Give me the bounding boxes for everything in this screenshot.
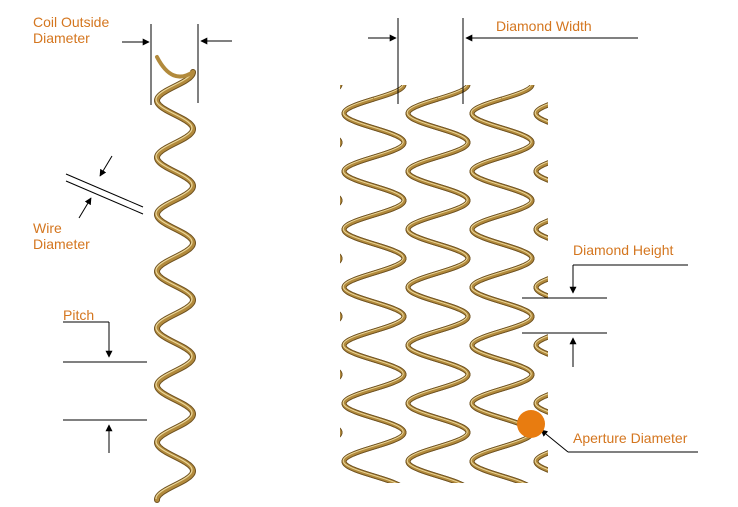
mesh-wire-highlight <box>470 97 532 483</box>
wire-diameter-arrow-bottom <box>78 197 92 219</box>
wire-diameter-label-line-2: Diameter <box>33 236 90 252</box>
mesh-wire-highlight <box>342 97 404 483</box>
pitch-label: Pitch <box>63 307 95 323</box>
mesh-wire <box>340 138 342 437</box>
coil-wire-highlight <box>155 70 193 499</box>
aperture-marker <box>517 410 545 438</box>
coil-outside-diameter-label: Coil Outside Diameter <box>33 14 109 46</box>
mesh-wire-highlight <box>279 98 339 507</box>
mesh-wire-shadow <box>340 85 343 438</box>
wire-diameter-label-line-1: Wire <box>33 220 62 236</box>
wire-diameter-arrow-top <box>99 155 113 177</box>
dimension-lines <box>63 18 698 453</box>
wire-diameter-line-1 <box>65 173 144 208</box>
wire-diameter-line-2 <box>65 180 144 215</box>
aperture-leader <box>540 429 569 453</box>
coil-wire <box>155 70 196 502</box>
coil-outside-diameter-label-line-2: Diameter <box>33 30 90 46</box>
coil-outside-diameter-label-line-1: Coil Outside <box>33 14 110 30</box>
mesh-wire <box>534 103 548 472</box>
coil-spring <box>154 55 197 503</box>
coil-top-curl <box>155 55 195 79</box>
diamond-height-label: Diamond Height <box>573 242 674 258</box>
mesh-wire-highlight <box>534 103 548 471</box>
wire-diameter-label: Wire Diameter <box>33 220 90 252</box>
aperture-diameter-label: Aperture Diameter <box>573 430 688 446</box>
mesh-wire-shadow <box>340 137 343 438</box>
mesh-wire-highlight <box>406 97 468 483</box>
diamond-width-label: Diamond Width <box>496 18 592 34</box>
mesh-wire <box>340 85 342 437</box>
mesh-wire-highlight <box>279 69 339 499</box>
